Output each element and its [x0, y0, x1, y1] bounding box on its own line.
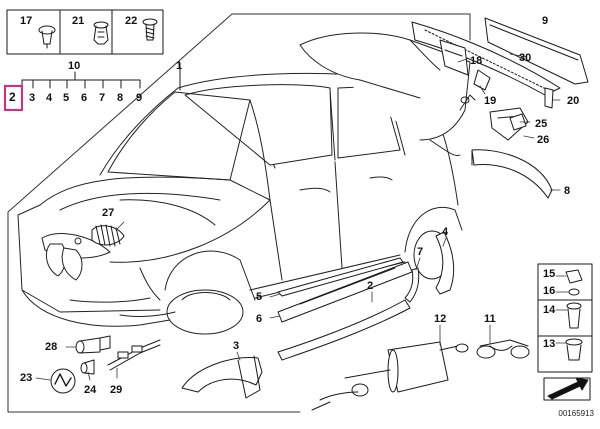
callout-7[interactable]: 7 — [417, 246, 424, 258]
clip-23-icon — [50, 368, 76, 394]
callout-7-header[interactable]: 7 — [99, 92, 106, 104]
document-number: 00165913 — [558, 409, 594, 418]
sleeve-24-icon — [80, 359, 95, 375]
sensor-28-icon — [75, 335, 111, 354]
callout-28[interactable]: 28 — [45, 341, 58, 353]
callout-1[interactable]: 1 — [176, 60, 183, 72]
callout-29[interactable]: 29 — [110, 384, 123, 396]
callout-22[interactable]: 22 — [125, 15, 138, 27]
callout-2[interactable]: 2 — [367, 280, 374, 292]
sill-trim-5-icon — [277, 257, 404, 297]
cover-19-icon — [473, 69, 491, 91]
wheel-arch-trim-3-icon — [181, 357, 263, 393]
fender-flare-4-icon — [435, 231, 455, 295]
fastener-box — [6, 9, 164, 55]
callout-8-header[interactable]: 8 — [117, 92, 124, 104]
callout-6-header[interactable]: 6 — [81, 92, 88, 104]
mudguard-7-icon — [404, 267, 420, 303]
callout-3[interactable]: 3 — [233, 340, 240, 352]
callout-8[interactable]: 8 — [564, 185, 571, 197]
roof-spoiler-9-icon — [484, 17, 589, 85]
callout-27[interactable]: 27 — [102, 207, 115, 219]
callout-26[interactable]: 26 — [537, 134, 550, 146]
callout-24[interactable]: 24 — [84, 384, 97, 396]
grille-27-icon — [91, 224, 125, 247]
clip-21-icon — [93, 21, 109, 45]
callout-4-header[interactable]: 4 — [46, 92, 53, 104]
nut-16-icon — [568, 288, 580, 296]
clip-14-icon — [566, 302, 582, 329]
callout-2-highlighted[interactable]: 2 — [9, 90, 16, 104]
callout-6[interactable]: 6 — [256, 313, 263, 325]
cable-29-icon — [107, 339, 161, 371]
callout-9-header[interactable]: 9 — [136, 92, 143, 104]
callout-15[interactable]: 15 — [543, 268, 556, 280]
callout-5-header[interactable]: 5 — [63, 92, 70, 104]
callout-17[interactable]: 17 — [20, 15, 33, 27]
callout-3-header[interactable]: 3 — [29, 92, 36, 104]
callout-21[interactable]: 21 — [72, 15, 85, 27]
callout-18[interactable]: 18 — [470, 55, 483, 67]
bracket-18-icon — [439, 39, 469, 76]
exhaust-tips-11-icon — [476, 339, 530, 359]
selected-part-highlight — [4, 85, 23, 111]
callout-13[interactable]: 13 — [543, 338, 556, 350]
wheel-arch-trim-8-icon — [471, 149, 553, 199]
callout-11[interactable]: 11 — [484, 313, 496, 325]
callout-4[interactable]: 4 — [442, 226, 449, 238]
callout-12[interactable]: 12 — [434, 313, 447, 325]
callout-20[interactable]: 20 — [567, 95, 580, 107]
sill-trim-6-icon — [277, 261, 413, 323]
rear-bumper-icon — [299, 32, 476, 157]
screw-22-icon — [142, 18, 158, 41]
callout-25[interactable]: 25 — [535, 118, 548, 130]
bracket-20-icon — [544, 87, 554, 109]
callout-14[interactable]: 14 — [543, 304, 556, 316]
clip-15-icon — [565, 269, 583, 284]
clip-17-icon — [38, 25, 56, 49]
callout-10[interactable]: 10 — [68, 60, 81, 72]
callout-19[interactable]: 19 — [484, 95, 497, 107]
callout-9[interactable]: 9 — [542, 15, 549, 27]
clip-13-icon — [565, 338, 583, 361]
callout-30[interactable]: 30 — [519, 52, 532, 64]
small-parts-box — [537, 263, 593, 373]
reflector-26-icon — [509, 113, 527, 131]
assembly-frame — [7, 13, 471, 213]
exhaust-silencer-12-icon — [311, 341, 469, 411]
callout-5[interactable]: 5 — [256, 291, 263, 303]
sill-trim-2-icon — [277, 299, 411, 361]
callout-16[interactable]: 16 — [543, 285, 556, 297]
callout-23[interactable]: 23 — [20, 372, 33, 384]
